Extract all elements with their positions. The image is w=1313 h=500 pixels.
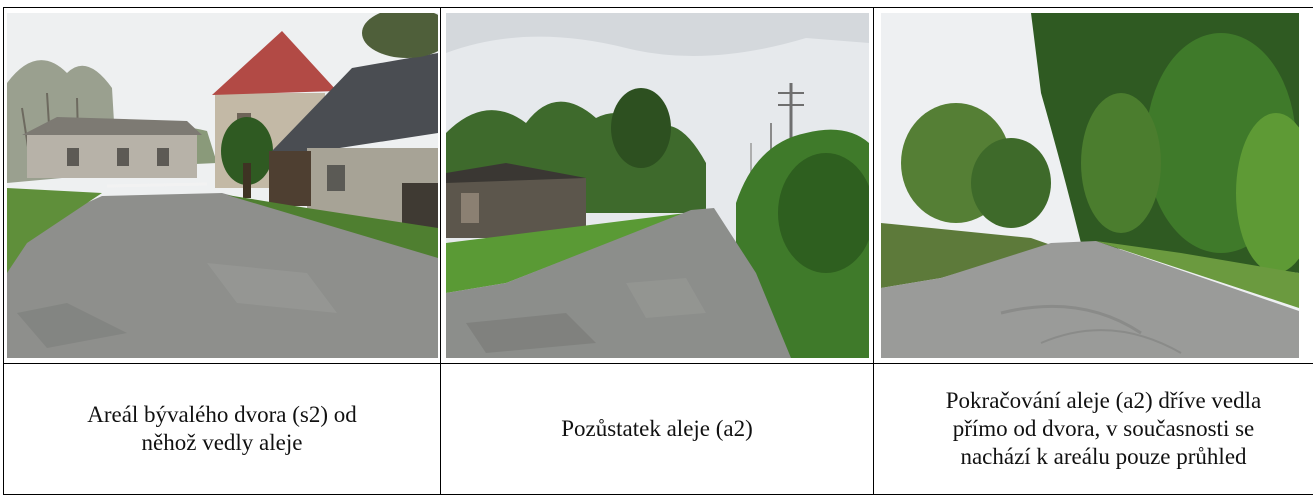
photo-cell-3 xyxy=(873,7,1313,364)
photo-caption-2: Pozůstatek aleje (a2) xyxy=(561,416,753,441)
photo-caption-3: Pokračování aleje (a2) dříve vedla přímo… xyxy=(945,388,1262,469)
photo-row xyxy=(3,7,1313,364)
remnant-alley-road-photo xyxy=(446,13,869,358)
caption-row: Areál bývalého dvora (s2) od něhož vedly… xyxy=(3,363,1313,495)
caption-cell-2: Pozůstatek aleje (a2) xyxy=(440,363,874,495)
photo-table: Areál bývalého dvora (s2) od něhož vedly… xyxy=(3,7,1313,495)
photo-cell-1 xyxy=(3,7,441,364)
caption-cell-3: Pokračování aleje (a2) dříve vedla přímo… xyxy=(873,363,1313,495)
alley-continuation-road-photo xyxy=(881,13,1299,358)
photo-caption-1: Areál bývalého dvora (s2) od něhož vedly… xyxy=(87,402,357,455)
village-farmyard-photo xyxy=(7,13,438,358)
caption-cell-1: Areál bývalého dvora (s2) od něhož vedly… xyxy=(3,363,441,495)
photo-cell-2 xyxy=(440,7,874,364)
